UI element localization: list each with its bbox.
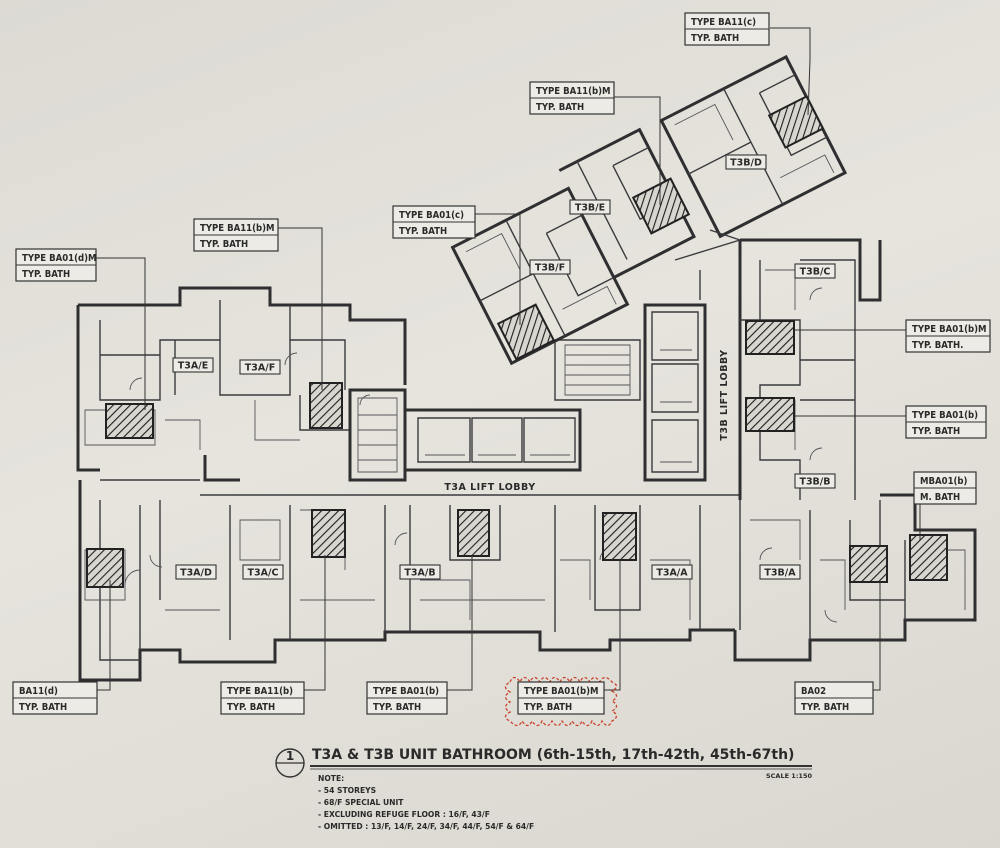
tag-type: TYPE BA01(d)M [22, 253, 97, 264]
tag-type: MBA01(b) [920, 476, 968, 487]
bathroom-tags: TYPE BA11(c) TYP. BATH TYPE BA11(b)M TYP… [12, 12, 991, 727]
tag-sub: TYP. BATH [691, 33, 739, 44]
bath-type-tag: TYPE BA11(b)M TYP. BATH [193, 218, 279, 252]
bathroom-hatches [86, 95, 948, 588]
note-heading: NOTE: [318, 774, 344, 783]
drawing-title: T3A & T3B UNIT BATHROOM (6th-15th, 17th-… [312, 747, 794, 763]
unit-label: T3B/A [759, 564, 801, 580]
note-line: - 68/F SPECIAL UNIT [318, 798, 404, 807]
unit-label-text: T3B/F [535, 263, 565, 274]
unit-label-text: T3A/A [656, 568, 688, 579]
drawing-number: 1 [286, 749, 294, 763]
tag-type: TYPE BA11(b)M [200, 223, 275, 234]
tag-type: TYPE BA01(b)M [524, 686, 599, 697]
bath-hatch [311, 509, 346, 558]
unit-label-text: T3B/C [800, 267, 831, 278]
unit-label: T3B/C [794, 263, 836, 279]
bath-type-tag: TYPE BA01(b)M TYP. BATH. [905, 319, 991, 353]
unit-label-text: T3A/B [404, 568, 435, 579]
bath-hatch [602, 512, 637, 561]
unit-labels: T3A/E T3A/F T3A/D T3A/C T3A/B T3A/A T3B/… [172, 154, 836, 580]
unit-label: T3B/E [569, 199, 611, 215]
tag-sub: M. BATH [920, 492, 960, 503]
leader-lines [95, 27, 921, 691]
unit-label: T3A/E [172, 357, 214, 373]
bath-hatch [309, 382, 343, 429]
tag-type: TYPE BA01(c) [399, 210, 464, 221]
bath-hatch [909, 534, 948, 581]
bath-hatch [631, 177, 691, 235]
bath-type-tag: BA02 TYP. BATH [794, 681, 874, 715]
unit-label: T3A/B [399, 564, 441, 580]
unit-label: T3A/D [175, 564, 217, 580]
t3b-lobby-label: T3B LIFT LOBBY [719, 349, 730, 440]
bath-hatch [457, 509, 490, 557]
bath-type-tag: TYPE BA11(b) TYP. BATH [220, 681, 305, 715]
tag-sub: TYP. BATH [536, 102, 584, 113]
drawing-scale: SCALE 1:150 [766, 772, 812, 780]
unit-label-text: T3A/F [245, 363, 275, 374]
tag-sub: TYP. BATH [524, 702, 572, 713]
unit-label: T3A/F [239, 359, 281, 375]
note-line: - OMITTED : 13/F, 14/F, 24/F, 34/F, 44/F… [318, 822, 534, 831]
bath-type-tag: TYPE BA01(c) TYP. BATH [392, 205, 476, 239]
tag-type: BA02 [801, 686, 826, 697]
revision-cloud [504, 676, 618, 727]
bath-type-tag: BA11(d) TYP. BATH [12, 681, 98, 715]
unit-label: T3A/A [651, 564, 693, 580]
tag-sub: TYP. BATH [399, 226, 447, 237]
bath-type-tag: TYPE BA01(b) TYP. BATH [366, 681, 448, 715]
tag-sub: TYP. BATH [801, 702, 849, 713]
tag-sub: TYP. BATH. [912, 340, 963, 351]
t3a-lobby-label: T3A LIFT LOBBY [444, 482, 535, 493]
bath-type-tag: TYPE BA01(b) TYP. BATH [905, 405, 987, 439]
title-block: 1 T3A & T3B UNIT BATHROOM (6th-15th, 17t… [275, 747, 812, 831]
bath-hatch [849, 545, 888, 583]
unit-label-text: T3A/D [180, 568, 212, 579]
unit-label: T3A/C [242, 564, 284, 580]
bath-type-tag-highlighted: TYPE BA01(b)M TYP. BATH [504, 676, 618, 727]
note-line: - EXCLUDING REFUGE FLOOR : 16/F, 43/F [318, 810, 490, 819]
unit-label: T3B/B [794, 473, 836, 489]
bath-hatch [105, 403, 154, 439]
tag-type: TYPE BA01(b) [373, 686, 439, 697]
unit-label-text: T3B/A [764, 568, 796, 579]
unit-label-text: T3B/E [575, 203, 605, 214]
t3b-wing [450, 54, 977, 662]
unit-label-text: T3A/C [248, 568, 279, 579]
bath-type-tag: MBA01(b) M. BATH [913, 471, 977, 505]
unit-label-text: T3B/D [730, 158, 762, 169]
unit-label-text: T3A/E [178, 361, 208, 372]
tag-sub: TYP. BATH [19, 702, 67, 713]
bath-type-tag: TYPE BA11(b)M TYP. BATH [529, 81, 615, 115]
tag-type: TYPE BA01(b)M [912, 324, 987, 335]
bath-hatch [745, 320, 795, 355]
tag-sub: TYP. BATH [912, 426, 960, 437]
tag-type: BA11(d) [19, 686, 58, 697]
unit-label: T3B/D [725, 154, 767, 170]
tag-sub: TYP. BATH [22, 269, 70, 280]
bath-hatch [767, 95, 825, 149]
unit-label: T3B/F [529, 259, 571, 275]
tag-type: TYPE BA11(b) [227, 686, 293, 697]
bath-type-tag: TYPE BA01(d)M TYP. BATH [15, 248, 97, 282]
note-line: - 54 STOREYS [318, 786, 376, 795]
tag-type: TYPE BA11(b)M [536, 86, 611, 97]
bath-hatch [86, 548, 124, 588]
bath-type-tag: TYPE BA11(c) TYP. BATH [684, 12, 770, 46]
tag-type: TYPE BA01(b) [912, 410, 978, 421]
tag-sub: TYP. BATH [227, 702, 275, 713]
bath-hatch [496, 303, 556, 361]
tag-type: TYPE BA11(c) [691, 17, 756, 28]
tag-sub: TYP. BATH [200, 239, 248, 250]
bath-hatch [745, 397, 795, 432]
tag-sub: TYP. BATH [373, 702, 421, 713]
unit-label-text: T3B/B [799, 477, 830, 488]
